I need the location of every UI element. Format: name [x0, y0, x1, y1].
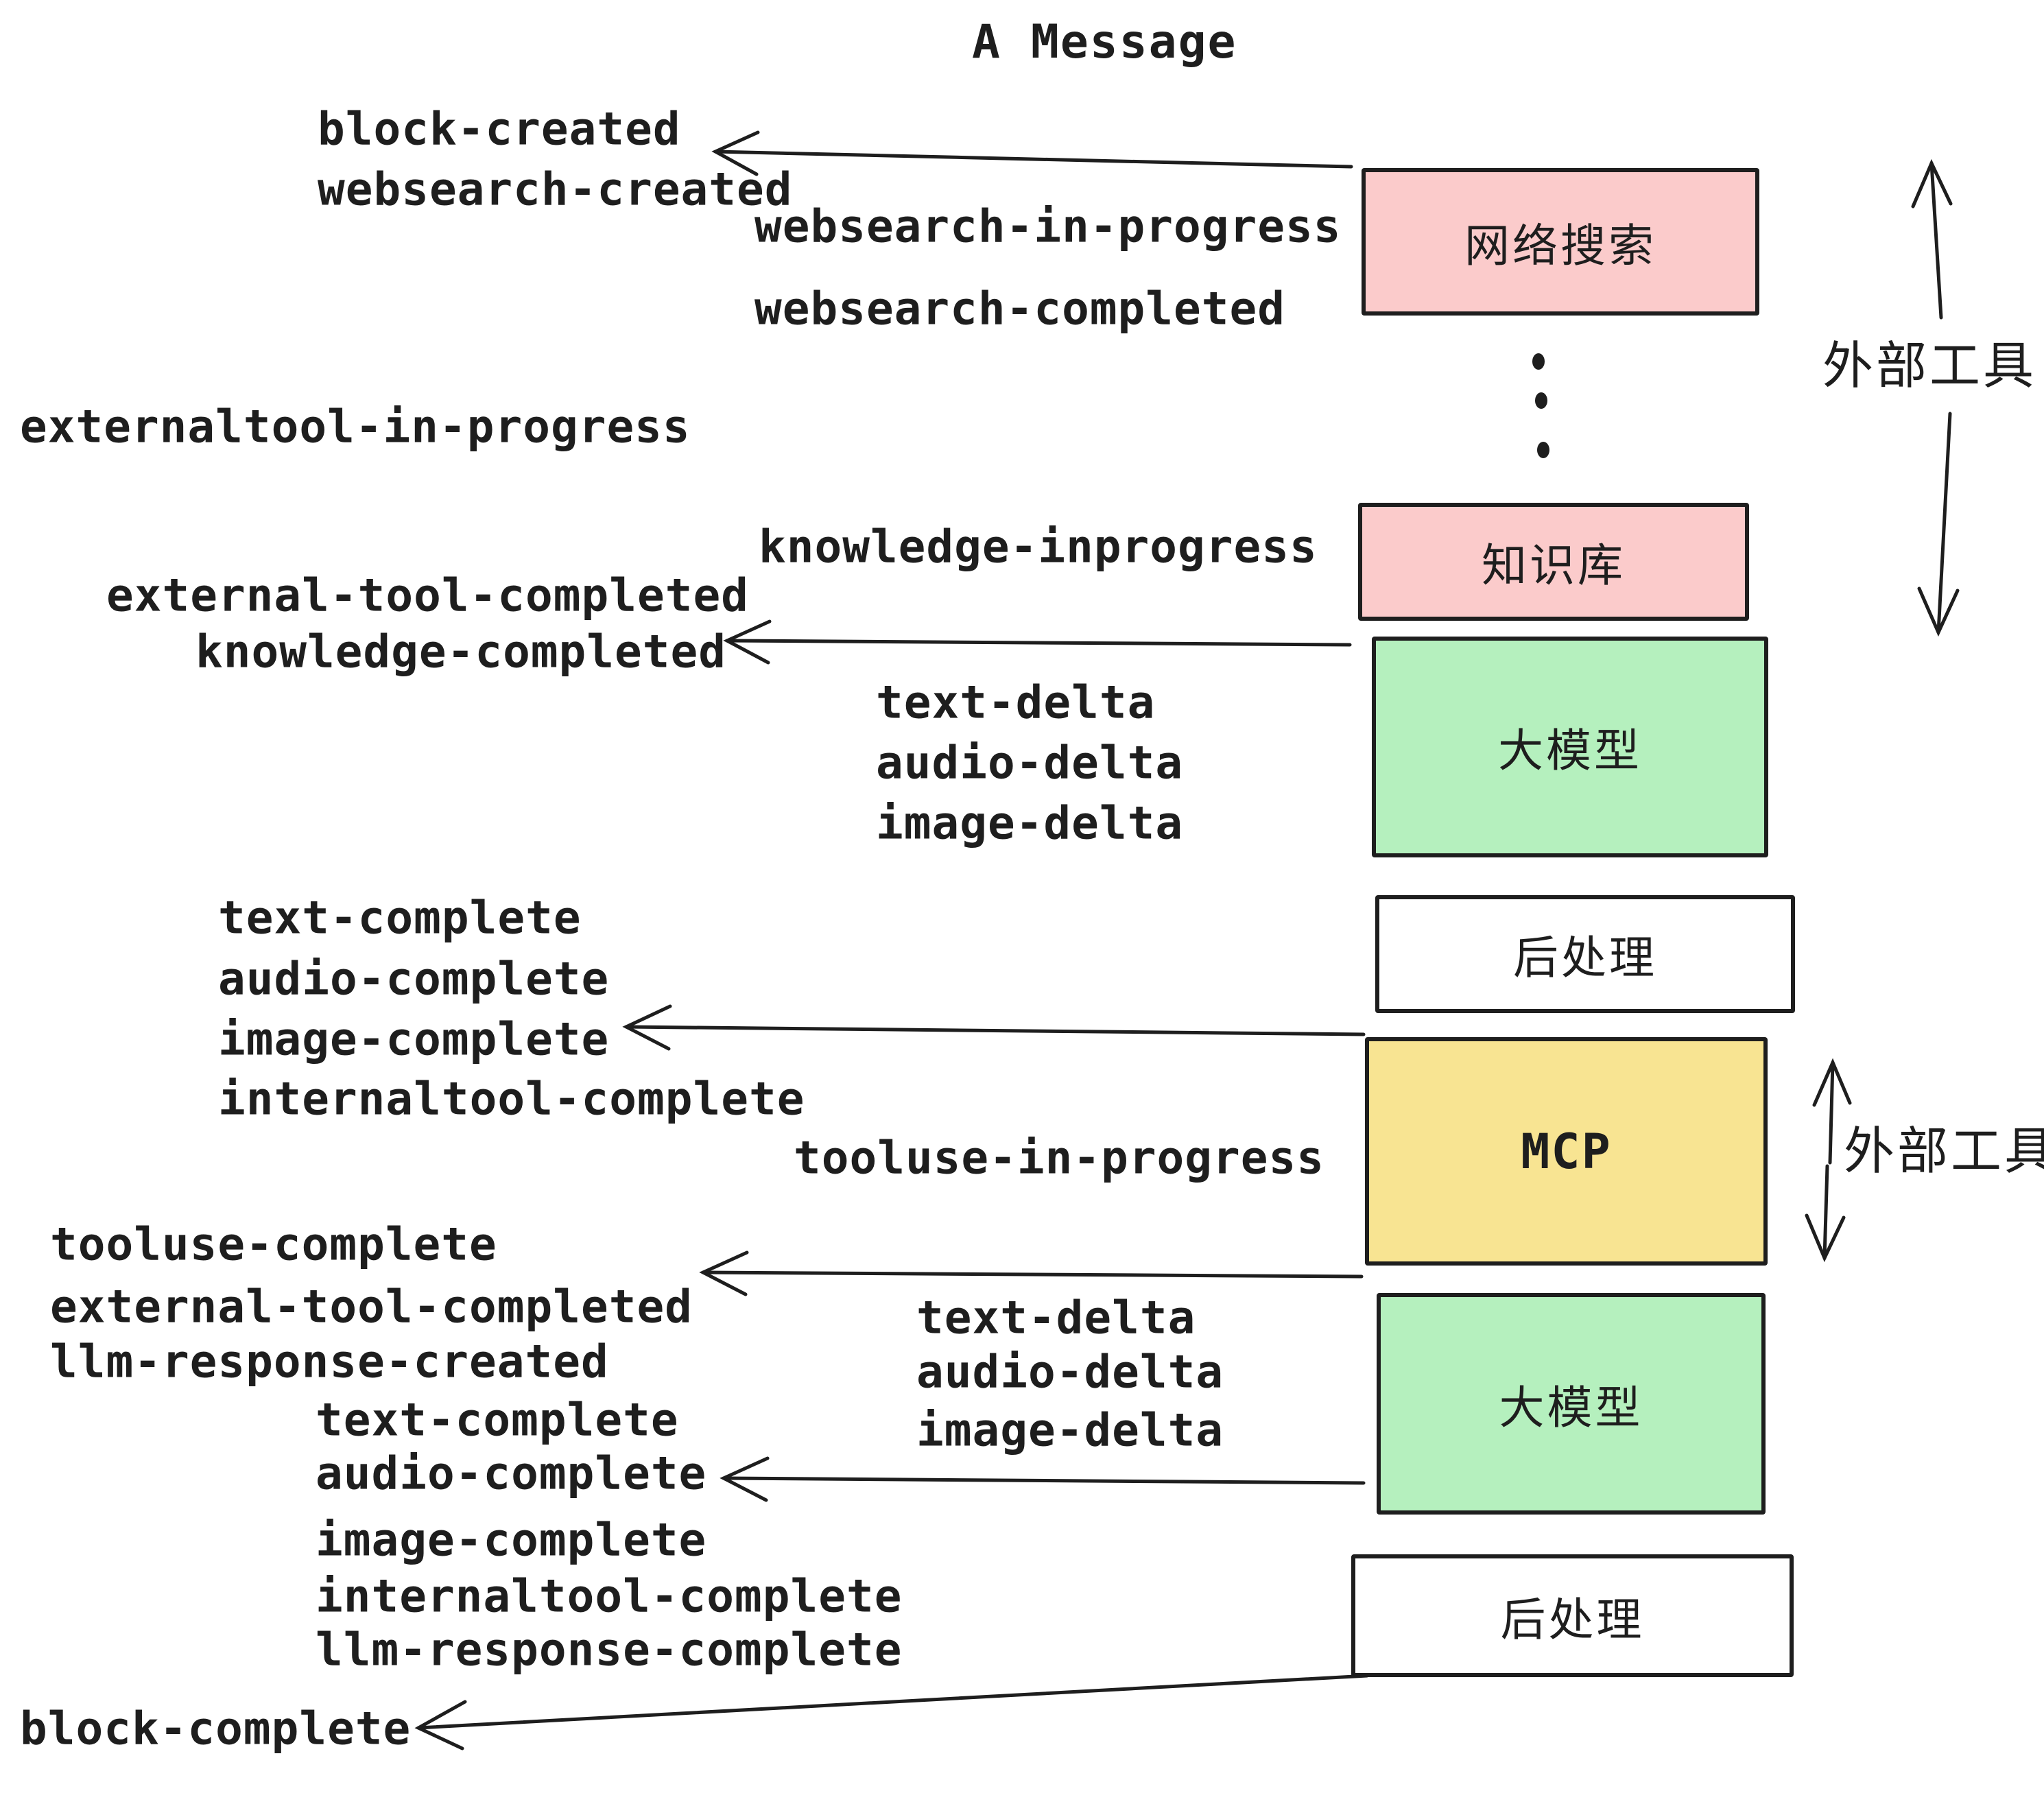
event-label-tooluse-in-progress: tooluse-in-progress	[794, 1131, 1324, 1185]
event-label-internaltool-complete: internaltool-complete	[218, 1072, 805, 1126]
event-label-websearch-created: websearch-created	[318, 163, 793, 216]
box-websearch: 网络搜索	[1362, 168, 1759, 316]
event-label-text-complete-2: text-complete	[316, 1393, 679, 1447]
event-label-knowledge-inprogress: knowledge-inprogress	[759, 520, 1318, 573]
diagram-title: A Message	[972, 15, 1237, 69]
event-label-websearch-completed: websearch-completed	[754, 282, 1285, 335]
event-label-text-delta: text-delta	[876, 676, 1156, 729]
event-label-image-delta: image-delta	[876, 796, 1184, 850]
external-tools-down-arrow-top-icon	[1917, 412, 1960, 637]
event-label-text-complete: text-complete	[218, 891, 582, 945]
event-label-image-delta-2: image-delta	[916, 1403, 1224, 1457]
event-label-image-complete: image-complete	[218, 1012, 610, 1066]
event-label-audio-delta: audio-delta	[876, 736, 1184, 790]
arrow-post2-to-block-complete-icon	[414, 1674, 1369, 1750]
event-label-internaltool-complete-2: internaltool-complete	[316, 1569, 903, 1623]
box-llm-1-label: 大模型	[1498, 724, 1642, 777]
arrow-websearch-to-block-created-icon	[711, 130, 1353, 176]
event-label-text-delta-2: text-delta	[916, 1291, 1196, 1344]
external-tools-up-arrow-top-icon	[1911, 158, 1953, 320]
box-llm-2: 大模型	[1377, 1293, 1766, 1515]
event-label-external-tool-completed: external-tool-completed	[106, 569, 749, 622]
arrow-mcp-to-image-complete-icon	[622, 1004, 1366, 1051]
event-label-audio-complete-2: audio-complete	[316, 1447, 707, 1500]
event-label-tooluse-complete: tooluse-complete	[50, 1218, 497, 1271]
ellipsis-dots-icon	[1532, 353, 1549, 458]
box-knowledge: 知识库	[1358, 503, 1749, 621]
event-label-externaltool-in-progress: externaltool-in-progress	[20, 400, 691, 453]
arrow-mcp-to-tooluse-complete-icon	[699, 1250, 1364, 1296]
event-label-knowledge-completed: knowledge-completed	[195, 625, 726, 678]
event-label-llm-response-complete: llm-response-complete	[316, 1623, 903, 1676]
external-tools-label-mid: 外部工具	[1844, 1121, 2044, 1181]
box-llm-1: 大模型	[1372, 637, 1768, 857]
event-label-external-tool-completed-2: external-tool-completed	[50, 1280, 693, 1333]
box-mcp-label: MCP	[1521, 1123, 1612, 1180]
box-knowledge-label: 知识库	[1482, 539, 1626, 592]
event-label-block-complete: block-complete	[20, 1702, 412, 1755]
event-label-llm-response-created: llm-response-created	[50, 1335, 609, 1388]
box-post-2-label: 后处理	[1500, 1593, 1645, 1646]
event-label-websearch-in-progress: websearch-in-progress	[754, 200, 1342, 253]
event-label-image-complete-2: image-complete	[316, 1513, 707, 1567]
event-label-block-created: block-created	[318, 102, 681, 156]
box-post-2: 后处理	[1351, 1554, 1794, 1677]
event-label-audio-delta-2: audio-delta	[916, 1345, 1224, 1399]
box-llm-2-label: 大模型	[1499, 1381, 1643, 1434]
external-tools-label-top: 外部工具	[1822, 336, 2036, 396]
arrow-llm2-to-audio-complete-icon	[720, 1456, 1366, 1502]
box-post-1: 后处理	[1375, 895, 1795, 1013]
box-mcp: MCP	[1365, 1037, 1768, 1266]
arrow-knowledge-to-knowledge-completed-icon	[723, 619, 1352, 665]
box-post-1-label: 后处理	[1513, 931, 1657, 984]
external-tools-down-arrow-mid-icon	[1805, 1164, 1846, 1263]
event-label-audio-complete: audio-complete	[218, 952, 610, 1006]
box-websearch-label: 网络搜索	[1464, 219, 1656, 272]
